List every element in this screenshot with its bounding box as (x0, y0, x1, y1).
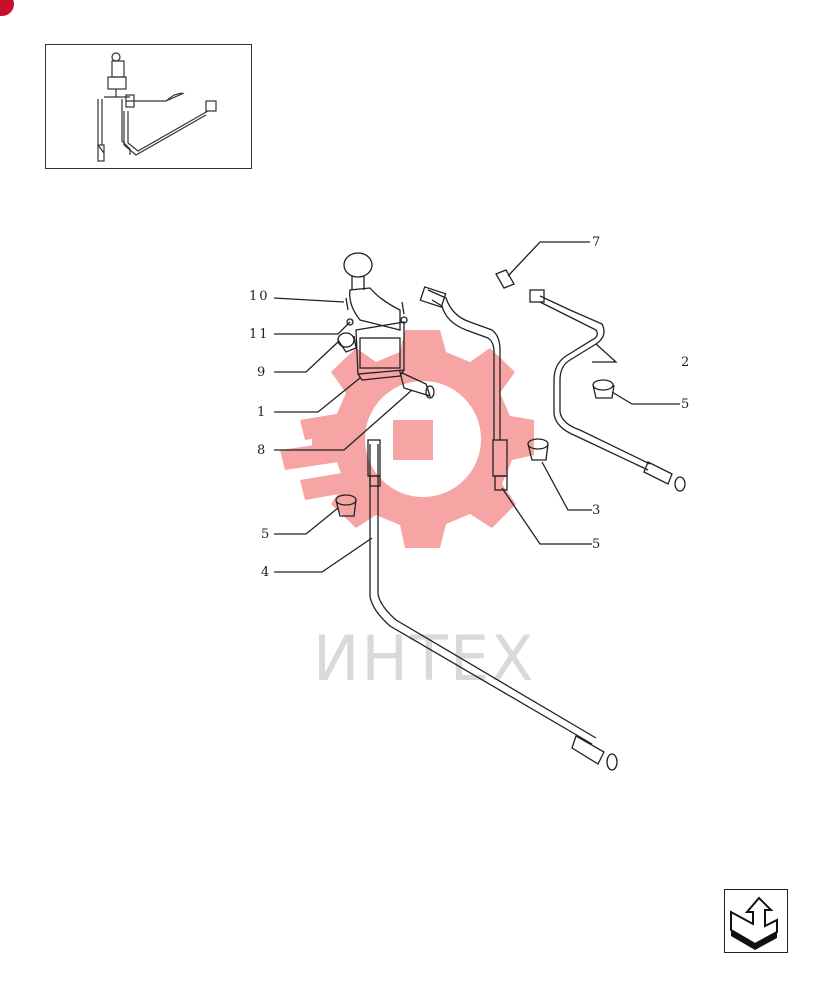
parts-linework (273, 241, 686, 771)
callout-11: 11 (249, 327, 270, 342)
callout-10: 10 (249, 289, 270, 304)
callout-9: 9 (257, 365, 267, 380)
callout-5a: 5 (261, 527, 271, 542)
callout-2: 2 (681, 355, 691, 370)
corner-badge-icon (0, 0, 14, 16)
watermark-gear-icon (280, 330, 534, 548)
callout-7: 7 (592, 235, 602, 250)
callout-8: 8 (257, 443, 267, 458)
watermark-text: ИНТЕХ (313, 622, 536, 695)
callout-3: 3 (592, 503, 602, 518)
thumbnail-drawing (97, 52, 217, 162)
callout-5b: 5 (681, 397, 691, 412)
assembly-thumbnail[interactable] (45, 44, 252, 169)
callout-1: 1 (257, 405, 267, 420)
next-page-button[interactable] (724, 889, 788, 953)
next-page-arrow-icon (730, 896, 778, 950)
callout-4: 4 (261, 565, 271, 580)
callout-5c: 5 (592, 537, 602, 552)
